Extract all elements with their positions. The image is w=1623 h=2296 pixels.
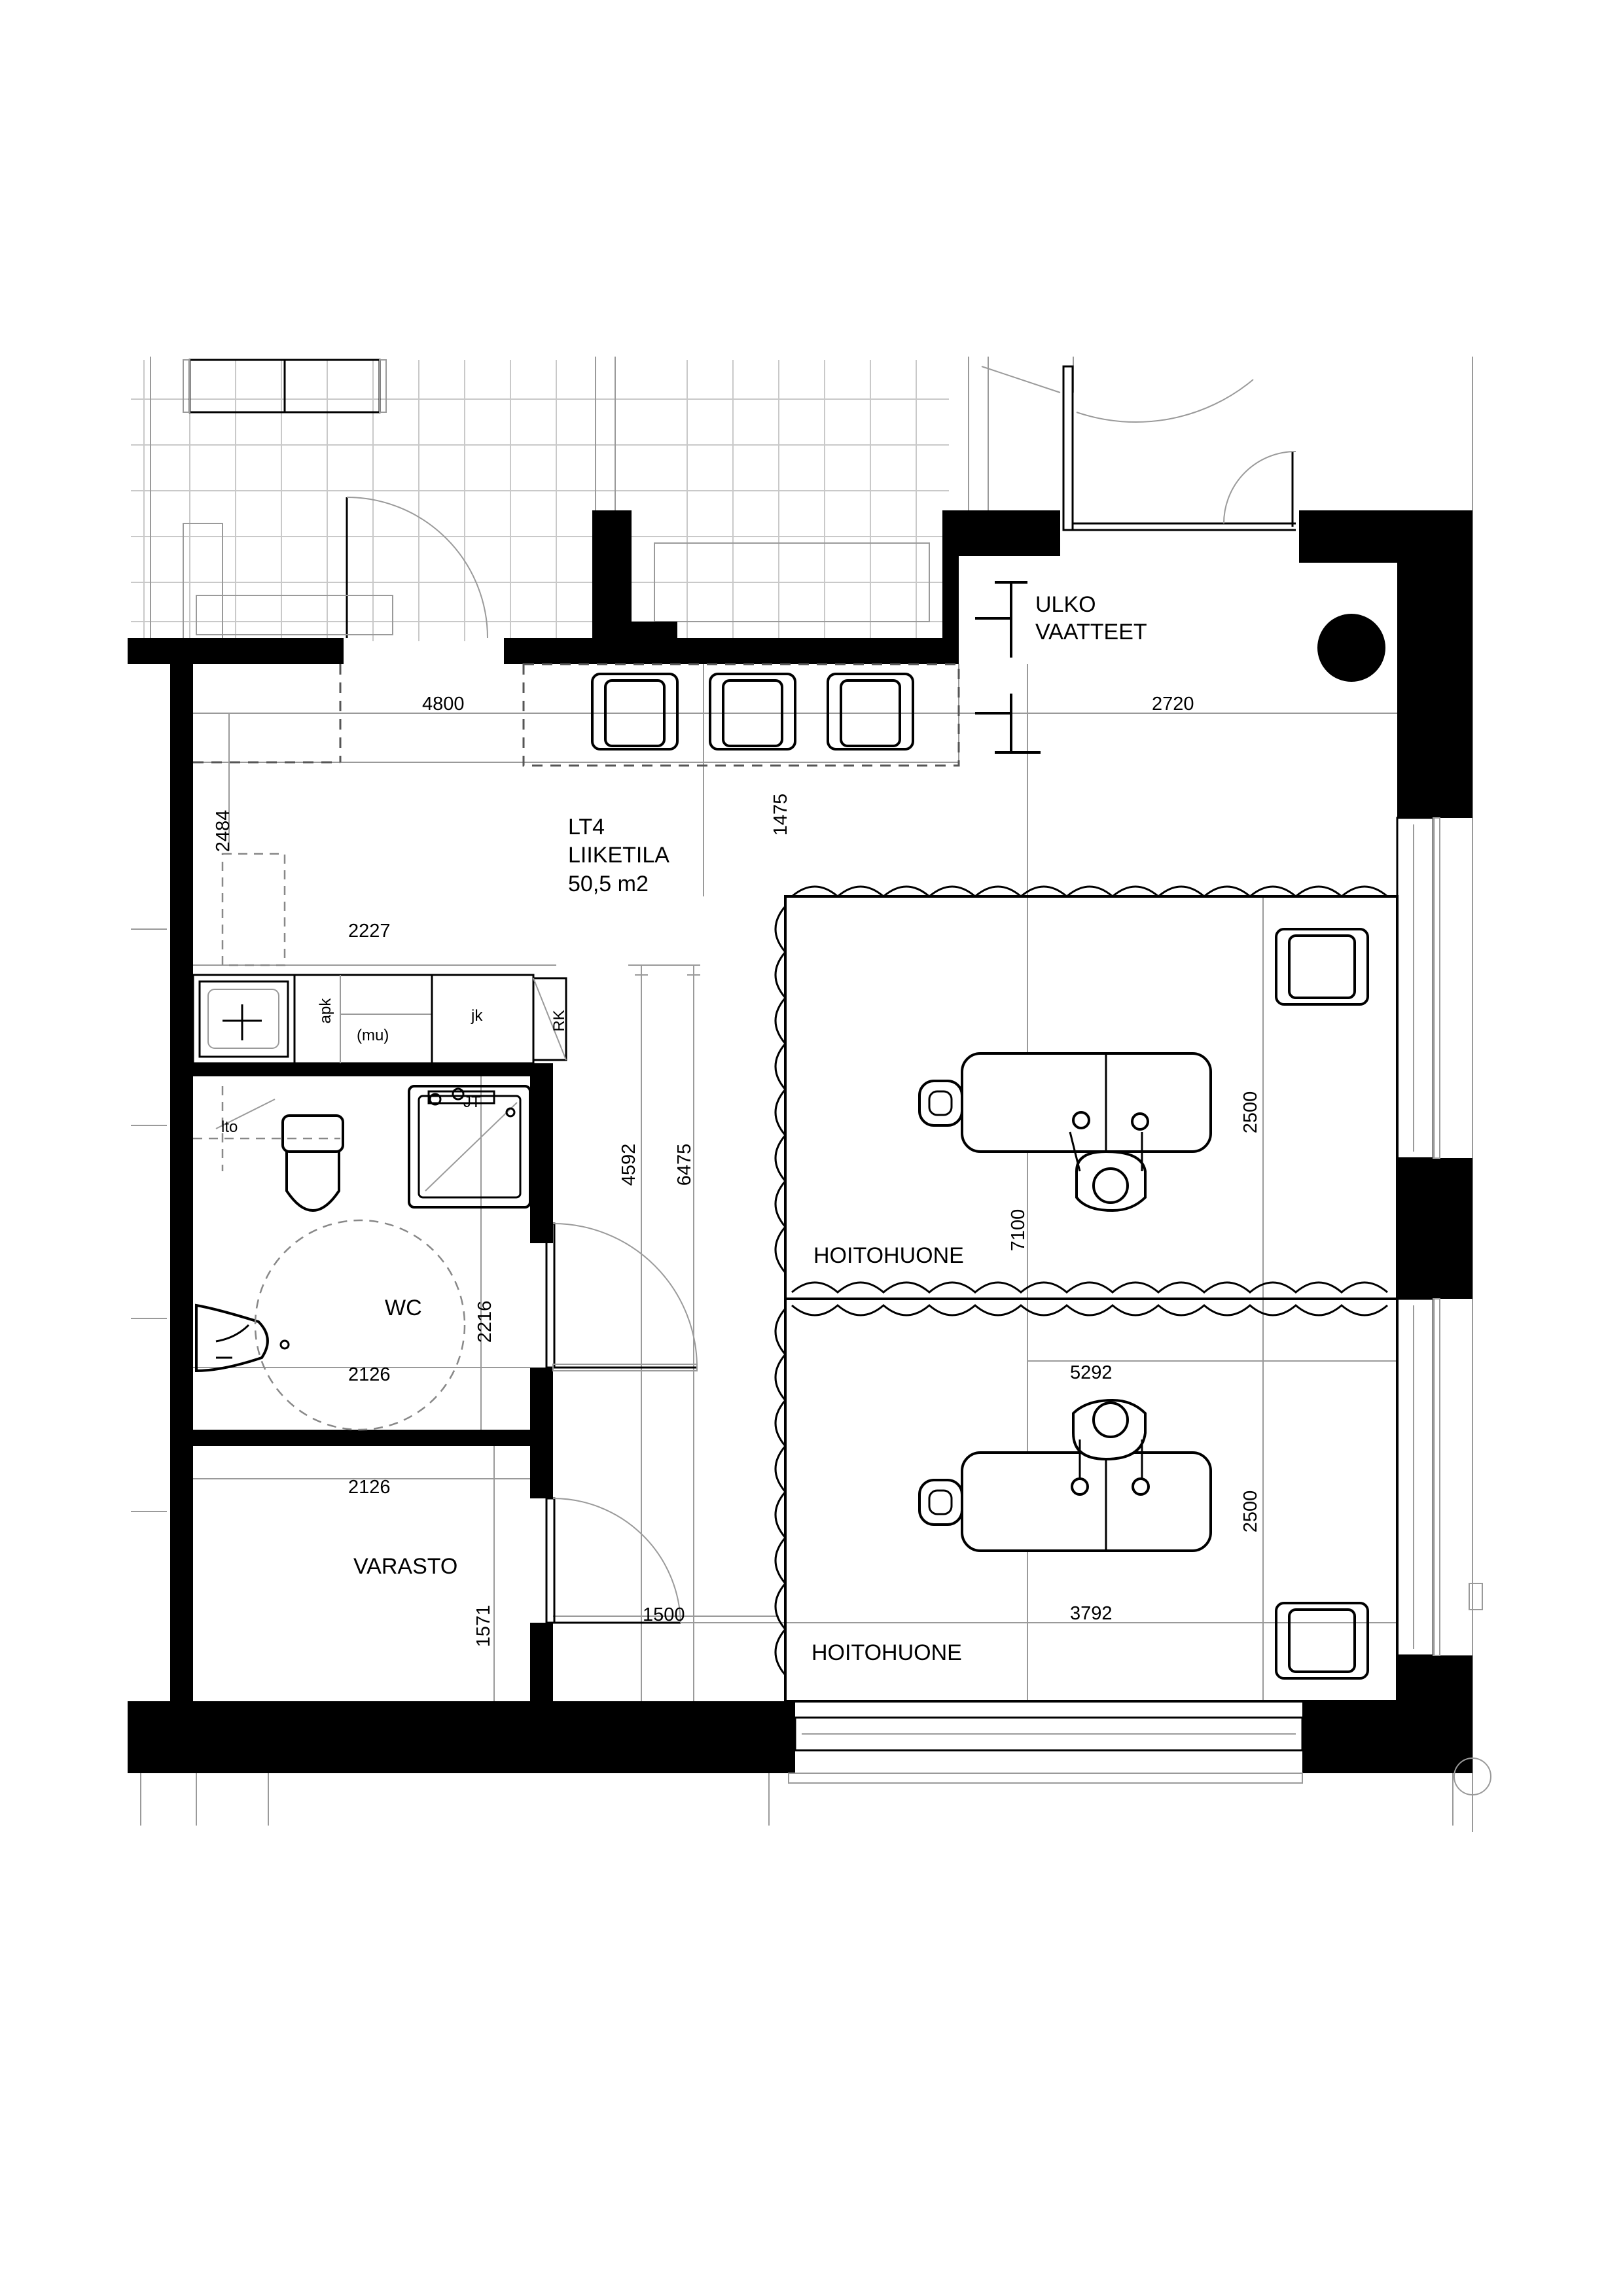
dim-2126-wc: 2126: [348, 1364, 391, 1385]
label-lto: lto: [221, 1118, 238, 1136]
walls: [128, 510, 1472, 1773]
treatment-bed-2: [918, 1451, 1212, 1552]
coat-hooks: [975, 581, 1385, 754]
dim-1500: 1500: [643, 1604, 685, 1625]
room-varasto: VARASTO: [353, 1554, 457, 1579]
bottom-window: [788, 1716, 1304, 1784]
treatment-chair-2: [1275, 1602, 1369, 1680]
upper-tile-grid: [131, 357, 1473, 1832]
label-mu: (mu): [357, 1027, 389, 1044]
person-figure-2: [1071, 1398, 1150, 1496]
chair-3: [827, 673, 914, 751]
dim-4800: 4800: [422, 694, 465, 715]
treatment-bed-1: [918, 1052, 1212, 1153]
label-jk: jk: [471, 1007, 483, 1025]
dim-2227: 2227: [348, 921, 391, 942]
room-name-liiketila: LIIKETILA: [568, 843, 669, 868]
label-jt: JT: [463, 1093, 481, 1111]
column-circle: [1317, 614, 1385, 682]
room-hoitohuone-1: HOITOHUONE: [813, 1243, 964, 1268]
dim-2720: 2720: [1152, 694, 1194, 715]
guide-lines: [193, 663, 1397, 1701]
entrance-doors: [981, 365, 1296, 531]
dim-6475: 6475: [674, 1144, 695, 1186]
dim-2126-storage: 2126: [348, 1477, 391, 1498]
chair-1: [591, 673, 679, 751]
room-area: 50,5 m2: [568, 872, 649, 896]
dim-3792: 3792: [1070, 1603, 1113, 1624]
dim-5292: 5292: [1070, 1362, 1113, 1383]
room-wc: WC: [385, 1296, 422, 1320]
label-apk: apk: [317, 998, 334, 1024]
waiting-chairs: [591, 673, 914, 751]
chair-2: [709, 673, 796, 751]
dimension-labels: 4800 2720 2484 1475 2227 4592 6475 2500 …: [213, 694, 1261, 1647]
outer-clothes-line1: ULKO: [1035, 592, 1096, 617]
room-hoitohuone-2: HOITOHUONE: [812, 1640, 962, 1665]
label-rk: RK: [550, 1010, 568, 1031]
dim-1475: 1475: [770, 794, 791, 836]
person-figure-1: [1069, 1111, 1149, 1212]
wc-fixtures: [193, 1085, 531, 1431]
kitchenette: [192, 974, 567, 1065]
room-labels: LT4 LIIKETILA 50,5 m2 ULKO VAATTEET WC V…: [353, 592, 1147, 1665]
outside-grid-marks: [131, 928, 1491, 1826]
interior-doors: [545, 1222, 698, 1624]
upper-bench: [183, 359, 387, 414]
dim-2216: 2216: [474, 1301, 495, 1343]
outer-clothes-line2: VAATTEET: [1035, 620, 1147, 645]
dim-2484: 2484: [213, 810, 234, 853]
dim-7100: 7100: [1008, 1209, 1029, 1252]
treatment-curtains: [774, 885, 1399, 1703]
treatment-chair-1: [1275, 928, 1369, 1006]
room-code: LT4: [568, 815, 605, 839]
dim-1571: 1571: [473, 1605, 494, 1648]
dim-4592: 4592: [618, 1144, 639, 1186]
fixture-labels: apk (mu) jk RK lto JT: [221, 998, 568, 1136]
dim-2500-top: 2500: [1240, 1091, 1261, 1134]
dimension-ticks: [628, 964, 700, 976]
dim-2500-bottom: 2500: [1240, 1491, 1261, 1533]
